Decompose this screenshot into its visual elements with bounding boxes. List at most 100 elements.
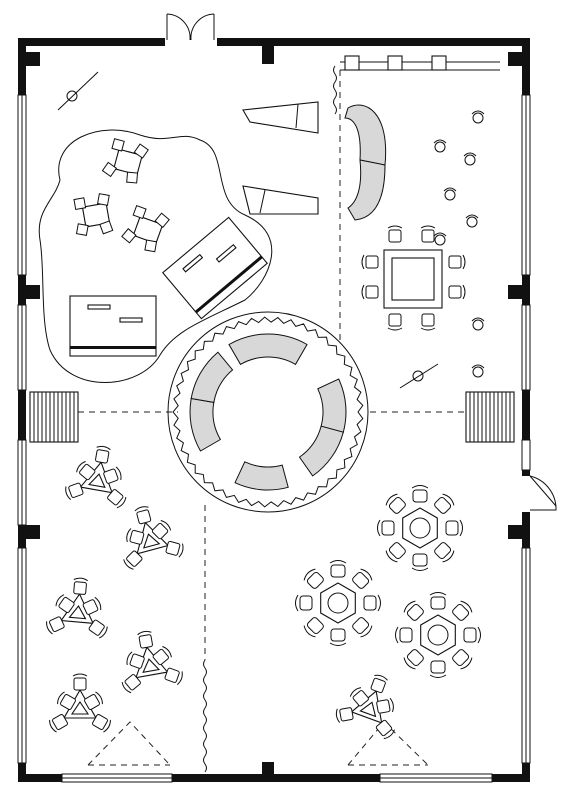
chair-icon <box>101 161 118 178</box>
chair-icon <box>57 691 76 710</box>
chair-icon <box>352 617 373 638</box>
chair-icon <box>361 254 379 270</box>
triangle-table-group <box>335 674 395 740</box>
chair-icon <box>335 707 354 723</box>
chair-icon <box>134 506 152 525</box>
door-icon <box>166 13 215 41</box>
triangle-table-group <box>65 445 127 509</box>
chair-icon <box>151 520 172 540</box>
chair-icon <box>126 651 145 669</box>
columns <box>26 46 522 776</box>
chair-icon <box>363 594 381 612</box>
chair-icon <box>385 542 406 563</box>
chair-icon <box>370 674 388 694</box>
stool-icon <box>471 317 485 331</box>
chair-icon <box>448 254 466 270</box>
lounge-zone <box>38 129 273 383</box>
chair-icon <box>329 560 347 578</box>
chair-icon <box>303 617 324 638</box>
chair-icon <box>165 540 184 558</box>
chair-icon <box>95 445 111 464</box>
chair-icon <box>295 594 313 612</box>
stool-icon <box>471 110 485 124</box>
chair-icon <box>126 171 139 184</box>
stool-icon <box>463 152 477 166</box>
curved-panel <box>298 425 344 477</box>
chair-icon <box>99 220 114 235</box>
chair-icon <box>420 313 436 331</box>
chair-icon <box>377 519 395 537</box>
chair-icon <box>107 489 127 509</box>
chair-icon <box>49 714 68 733</box>
chair-icon <box>303 568 324 589</box>
round-table-icon <box>295 560 381 646</box>
chair-icon <box>154 212 170 229</box>
chair-icon <box>126 528 145 545</box>
stool-icon <box>443 187 457 201</box>
chair-icon <box>92 714 111 733</box>
chair-icon <box>111 138 125 152</box>
chair-icon <box>72 673 88 691</box>
stair-icon <box>29 391 515 443</box>
round-table-icon <box>377 485 463 571</box>
side-door-icon <box>529 475 557 511</box>
curved-panel <box>228 333 308 366</box>
chair-icon <box>434 493 455 514</box>
chair-icon <box>385 493 406 514</box>
chair-icon <box>164 667 183 686</box>
chair-icon <box>420 225 436 243</box>
chair-icon <box>329 628 347 646</box>
chair-icon <box>133 143 149 159</box>
chair-icon <box>84 691 103 710</box>
chair-icon <box>121 674 141 694</box>
chair-icon <box>103 466 122 484</box>
chair-icon <box>132 205 147 220</box>
round-table-icon <box>395 592 481 678</box>
lamp-icon <box>57 71 439 389</box>
chair-icon <box>349 687 369 707</box>
bottom-windows <box>61 773 493 783</box>
chair-icon <box>76 461 96 481</box>
table-cluster <box>121 205 170 253</box>
chair-icon <box>121 228 137 244</box>
chair-icon <box>137 630 153 649</box>
chair-icon <box>376 697 394 714</box>
chair-icon <box>448 284 466 300</box>
chair-icon <box>395 626 413 644</box>
curved-panel <box>189 397 222 452</box>
chair-icon <box>452 600 473 621</box>
workbench-icon <box>69 216 268 357</box>
chair-icon <box>123 550 143 570</box>
chair-icon <box>88 619 108 639</box>
chair-icon <box>403 649 424 670</box>
chair-icon <box>55 594 75 614</box>
chair-icon <box>75 223 89 236</box>
round-room <box>167 311 369 513</box>
table-cluster <box>73 193 114 236</box>
right-windows <box>521 94 531 764</box>
chair-icon <box>97 193 110 206</box>
chair-icon <box>73 577 89 595</box>
triangle-table-group <box>46 577 108 639</box>
curtains <box>203 65 337 773</box>
chair-icon <box>387 225 403 243</box>
curved-panel <box>190 351 234 403</box>
curved-benches <box>344 104 387 221</box>
chair-icon <box>429 660 447 678</box>
stool-icon <box>433 139 447 153</box>
circular-panels <box>189 333 347 491</box>
chair-icon <box>152 646 172 666</box>
outer-walls <box>17 37 531 783</box>
chair-icon <box>387 313 403 331</box>
stool-icon <box>471 364 485 378</box>
table-cluster <box>101 138 149 184</box>
chair-icon <box>65 482 84 501</box>
chair-icon <box>434 542 455 563</box>
stool-icon <box>465 214 479 228</box>
curved-panel <box>317 378 347 433</box>
triangle-table-group <box>49 673 111 733</box>
conference-table <box>383 249 443 309</box>
chair-icon <box>46 616 65 635</box>
chair-icon <box>144 239 158 253</box>
